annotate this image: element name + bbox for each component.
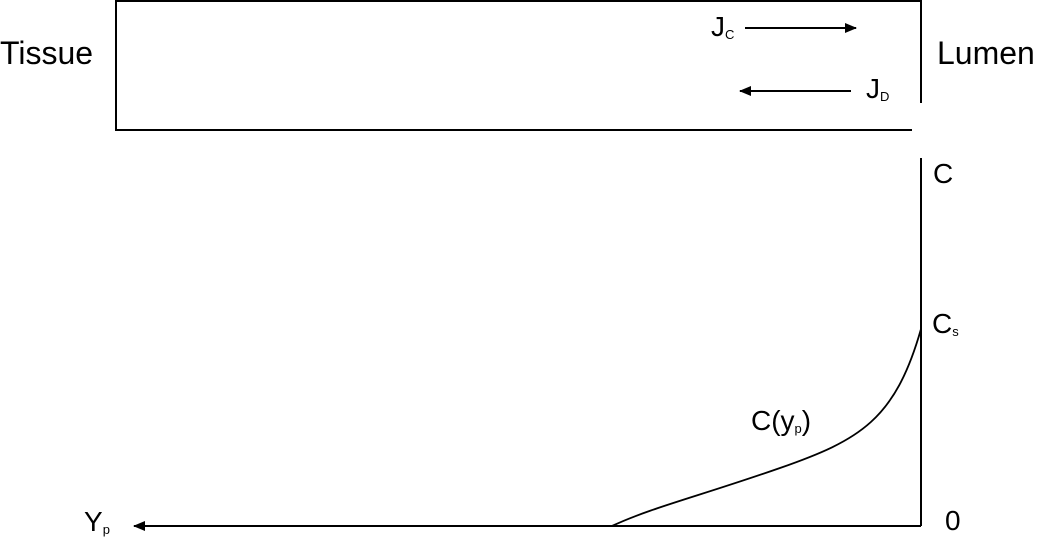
concentration-axis-label: C [933, 158, 953, 189]
origin-label: 0 [945, 505, 961, 536]
surface-concentration-label: Cs [932, 308, 959, 339]
compartment-box [115, 0, 922, 131]
flux-jc: JC [711, 11, 857, 42]
tissue-label: Tissue [0, 35, 93, 71]
concentration-curve [611, 328, 922, 527]
flux-jd-label: JD [866, 73, 889, 104]
lumen-label: Lumen [937, 35, 1035, 71]
concentration-curve-label: C(yp) [751, 405, 811, 436]
flux-jc-label: JC [711, 11, 734, 42]
depth-axis-label: Yp [84, 506, 110, 537]
flux-jd: JD [739, 73, 889, 104]
